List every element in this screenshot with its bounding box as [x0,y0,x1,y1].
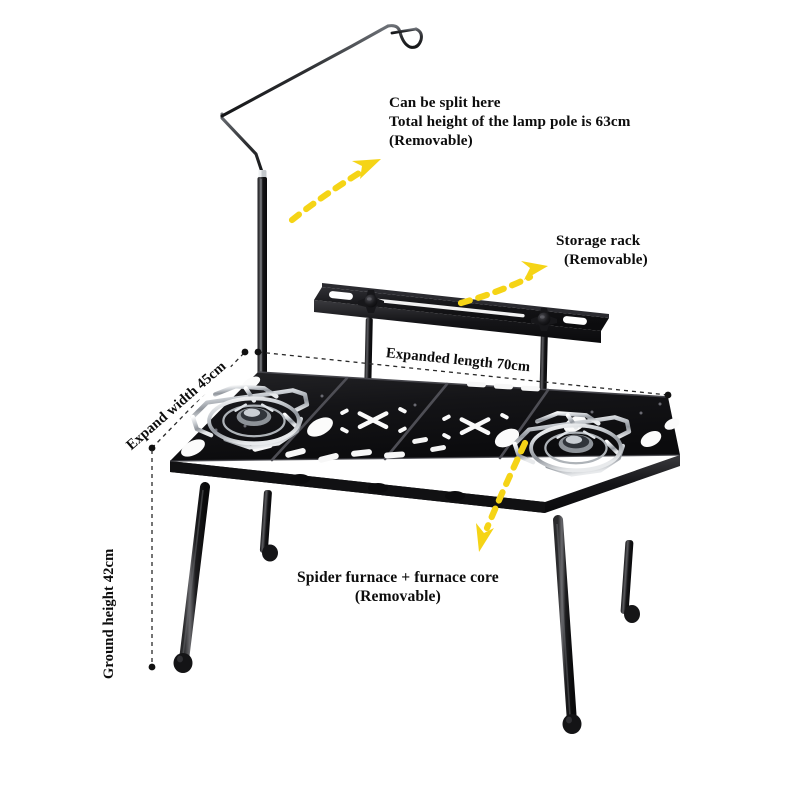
table-legs-front [173,482,582,734]
dimension-expanded-length [254,348,672,399]
annotation-lamp-pole-line3: (Removable) [389,131,473,149]
table-cutouts-slot-row-front [252,442,405,463]
dimension-ground-height [148,450,156,671]
table-leg-front-left [173,482,210,673]
arrow-to-storage-rack-icon [457,261,548,307]
annotation-spider-furnace-line1: Spider furnace + furnace core [297,569,499,586]
annotation-storage-rack-line2: (Removable) [564,250,648,268]
rack-knob-right [531,308,557,331]
table-leg-rear-left [259,489,278,562]
rack-knob-left [358,290,384,313]
lamp-pole-shaft [257,177,267,401]
annotation-storage-rack: Storage rack(Removable) [556,232,648,270]
dimension-label-ground-height: Ground height 42cm [98,545,119,683]
annotation-storage-rack-line1: Storage rack [556,232,641,249]
spider-furnace-left [190,384,310,450]
arrow-to-furnace-icon [476,439,529,552]
table-cutouts-slot-row-mid [412,437,447,452]
table-panel-dividers [270,376,550,462]
spider-furnace-right [512,411,632,477]
table-cutout-x-left [340,407,407,434]
annotation-spider-furnace-line2: (Removable) [354,588,441,606]
arrow-to-lamp-pole-icon [288,159,381,224]
annotation-lamp-pole: Can be split here Total height of the la… [389,94,631,151]
annotation-spider-furnace: Spider furnace + furnace core (Removable) [297,568,499,607]
storage-rack-front-face [314,300,601,343]
table-legs-rear [259,489,640,623]
table-under-rail-fittings [290,474,465,501]
callout-arrows [288,159,548,552]
lamp-pole-split-joint [258,170,267,179]
table-cutouts-slot-row-back [466,381,540,392]
annotation-lamp-pole-line1: Can be split here [389,94,501,111]
table-edge-front [170,461,545,513]
rack-slot-right [562,316,587,325]
rack-slot-left [328,291,353,300]
table-leg-rear-right [620,540,640,623]
annotation-lamp-pole-line2: Total height of the lamp pole is 63cm [389,112,631,130]
rack-center-slot [370,298,525,318]
table-leg-front-right [553,515,582,734]
